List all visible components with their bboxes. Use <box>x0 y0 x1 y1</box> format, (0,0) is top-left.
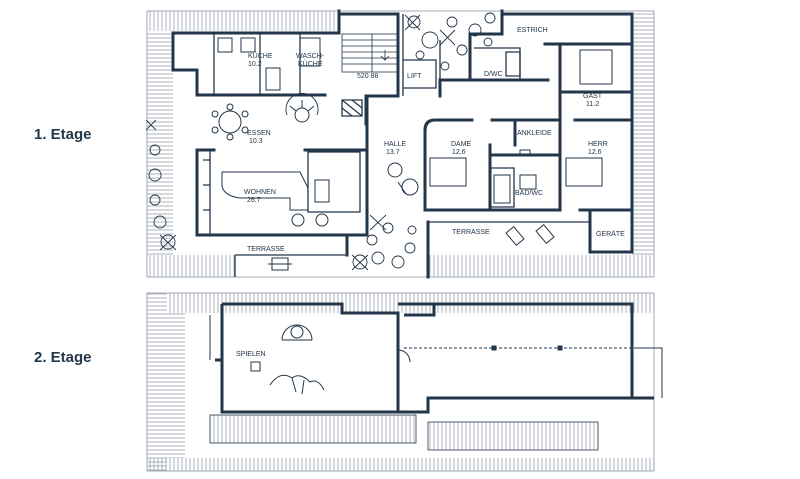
plants-left <box>145 119 177 251</box>
room-terrasse-right: TERRASSE <box>452 229 490 236</box>
dining-table <box>211 103 249 141</box>
room-terrasse-left: TERRASSE <box>247 246 285 253</box>
floor-label-1: 1. Etage <box>34 126 92 143</box>
roof-hatch-bottom-right <box>428 255 654 277</box>
plants-bottom <box>351 214 417 271</box>
roof-hatch-2-left <box>147 293 167 471</box>
room-badwc: BAD/WC <box>515 190 543 197</box>
sofa <box>221 171 330 227</box>
floor-label-2: 2. Etage <box>34 349 92 366</box>
room-kueche-area: 10.2 <box>248 61 262 68</box>
room-estrich: ESTRICH <box>517 27 548 34</box>
room-lift: LIFT <box>407 73 422 80</box>
room-wohnen-area: 26.7 <box>247 197 261 204</box>
room-halle: HALLE <box>384 141 407 148</box>
roof-hatch-2-bottom <box>147 458 654 471</box>
room-herr-area: 12.6 <box>588 149 602 156</box>
room-wohnen: WOHNEN <box>244 189 276 196</box>
roof-hatch-bottom-left <box>147 255 235 277</box>
roof-hatch-2-mid <box>209 414 417 444</box>
roof-hatch-right <box>632 11 654 257</box>
room-geraete: GERÄTE <box>596 230 625 238</box>
roof-hatch-top-left <box>147 11 339 31</box>
bed-dame <box>429 157 467 187</box>
room-essen: ESSEN <box>247 130 271 137</box>
room-essen-area: 10.3 <box>249 138 263 145</box>
room-dame-area: 12.6 <box>452 149 466 156</box>
room-waschkueche: WASCH- <box>296 53 325 60</box>
room-gast-area: 11.2 <box>586 101 599 108</box>
first-floor-plan: KÜCHE 10.2 WASCH- KÜCHE 520 88 LIFT D/WC… <box>145 9 655 279</box>
room-ankleide: ANKLEIDE <box>517 130 552 137</box>
stairs-code: 520 88 <box>357 73 379 80</box>
plants-top <box>404 12 496 71</box>
bed-herr <box>565 157 603 187</box>
room-dame: DAME <box>451 141 472 148</box>
room-spielen: SPIELEN <box>236 351 266 358</box>
room-herr: HERR <box>588 141 608 148</box>
bed-gast <box>579 49 613 85</box>
room-halle-area: 13.7 <box>386 149 400 156</box>
room-gast: GAST <box>583 93 603 100</box>
room-kueche: KÜCHE <box>248 52 273 60</box>
second-floor-plan: SPIELEN <box>146 292 663 472</box>
roof-hatch-left <box>147 31 173 255</box>
room-waschkueche-2: KÜCHE <box>298 60 323 68</box>
room-dwc: D/WC <box>484 71 503 78</box>
